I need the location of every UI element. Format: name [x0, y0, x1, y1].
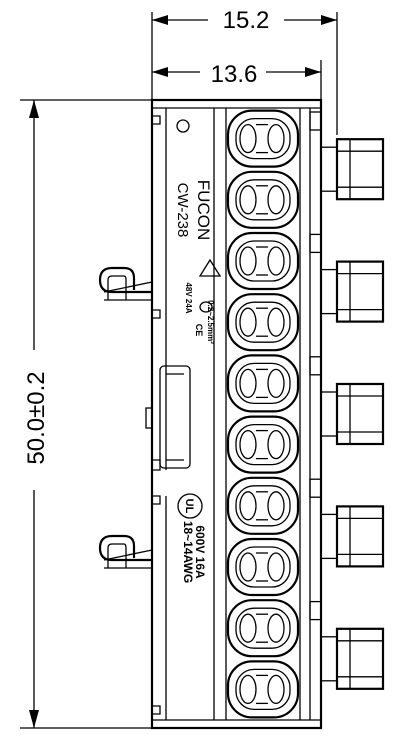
wire-port [226, 231, 300, 291]
rating-ul-label: 600V 16A [193, 525, 207, 579]
cqc-mark-icon [199, 301, 213, 313]
wire-entry-ports [226, 109, 300, 719]
test-pin [309, 233, 385, 323]
test-pin [309, 600, 385, 690]
dimension-overall-width-label: 15.2 [223, 7, 270, 34]
housing-outline [145, 98, 323, 730]
wire-ul-label: 18~14AWG [181, 521, 195, 583]
housing-markings: FUCON CW-238 48V 24A 0.2~2.5mm² CE UL 60… [174, 180, 222, 583]
wire-port [226, 415, 300, 474]
mounting-hook-lower [98, 534, 153, 569]
rating-small-label: 48V 24A [184, 282, 193, 313]
mounting-hole [176, 119, 190, 133]
dimension-overall-width: 15.2 [151, 6, 338, 135]
ccc-mark-icon [198, 258, 222, 277]
ul-mark-label: UL [183, 499, 195, 514]
ce-mark-label: CE [194, 324, 204, 337]
test-pins [309, 111, 385, 690]
wire-port [226, 293, 300, 352]
dimension-body-width-label: 13.6 [211, 61, 258, 88]
release-slot [159, 365, 191, 469]
test-pin [309, 478, 385, 568]
wire-port [226, 354, 300, 413]
model-label: CW-238 [174, 183, 191, 238]
test-pin [309, 356, 385, 446]
dimension-length: 50.0±0.2 [20, 99, 152, 729]
mounting-hook-upper [98, 266, 153, 301]
wire-port [226, 660, 300, 719]
wire-port [226, 599, 300, 658]
test-pin [309, 111, 385, 201]
brand-label: FUCON [194, 180, 213, 240]
wire-port [226, 109, 300, 168]
ul-mark-icon: UL [177, 493, 203, 519]
dimension-body-width: 13.6 [152, 58, 322, 100]
wire-small-label: 0.2~2.5mm² [206, 300, 215, 344]
wire-port [226, 476, 300, 535]
wire-port [226, 170, 300, 229]
dimension-length-label: 50.0±0.2 [23, 371, 50, 464]
wire-port [226, 537, 300, 597]
